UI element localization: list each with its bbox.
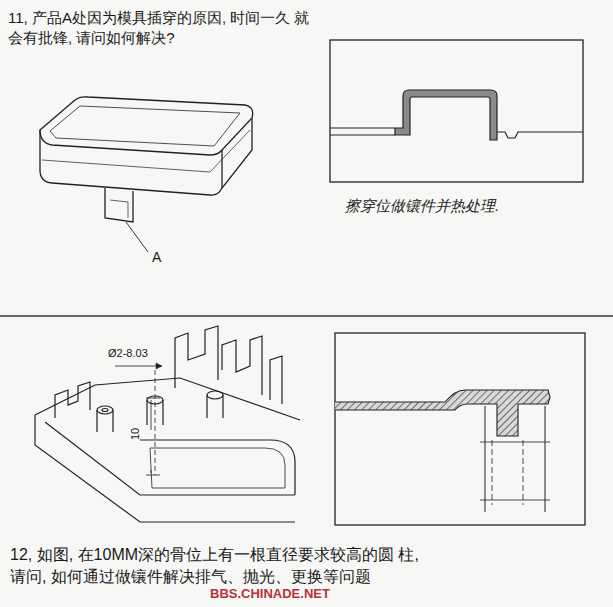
separator-line	[0, 315, 613, 317]
callout-letter: A	[152, 248, 161, 267]
watermark: BBS.CHINADE.NET	[210, 585, 330, 603]
dimension-label: 10	[128, 428, 143, 440]
mold-section	[330, 40, 583, 182]
handwritten-answer: 擦穿位做镶件并热处理.	[345, 196, 499, 216]
question-text: 11, 产品A处因为模具插穿的原因, 时间一久 就会有批锋, 请问如何解决?	[8, 8, 313, 49]
insert-section	[335, 333, 585, 525]
dimension-label: Ø2-8.03	[108, 346, 148, 361]
part-sketch	[35, 326, 300, 522]
question-text: 12, 如图, 在10MM深的骨位上有一根直径要求较高的圆 柱, 请问, 如何通…	[10, 544, 420, 587]
product-sketch	[40, 97, 253, 252]
